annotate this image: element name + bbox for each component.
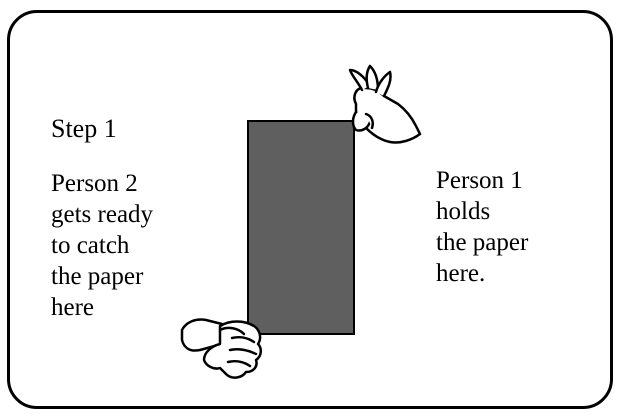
- paper-strip: [248, 121, 354, 334]
- holding-hand-icon: [350, 66, 420, 143]
- catching-hand-icon: [182, 319, 261, 377]
